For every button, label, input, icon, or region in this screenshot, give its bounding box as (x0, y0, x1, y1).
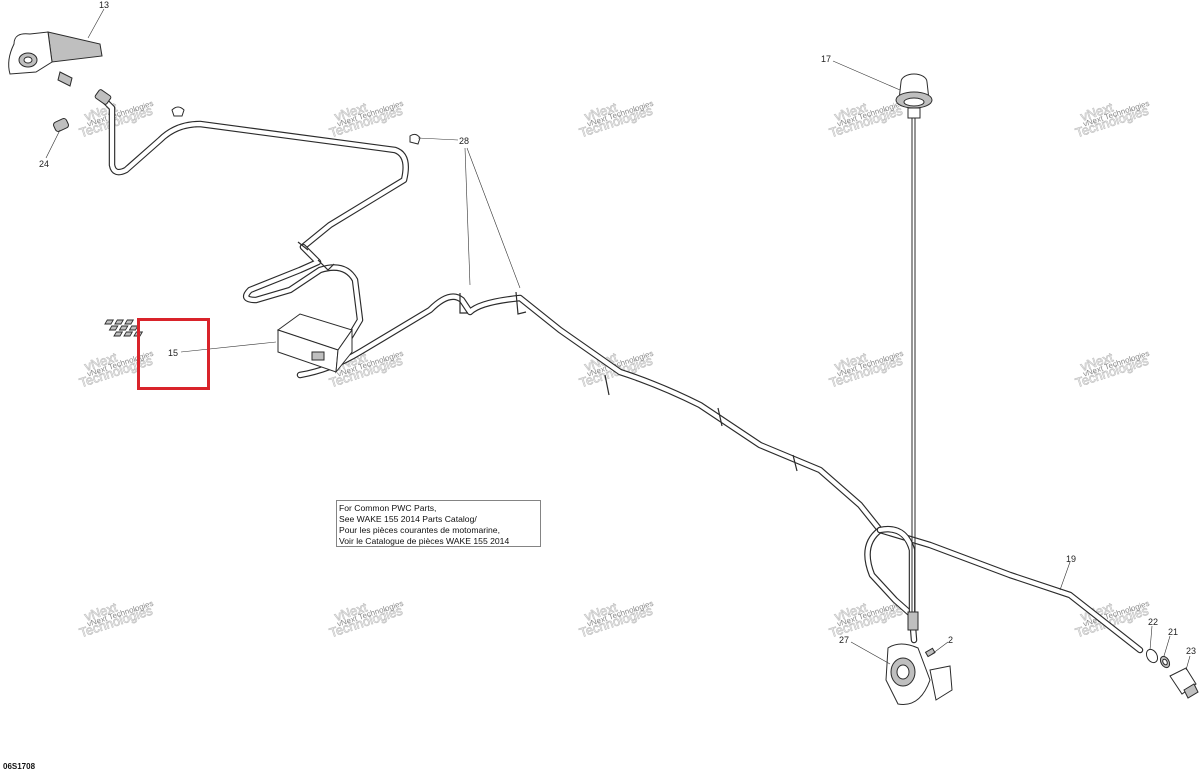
watermark: vNext Technologies vNext Technologies (827, 99, 905, 141)
watermark: vNext Technologies vNext Technologies (827, 349, 905, 391)
watermark: vNext Technologies vNext Technologies (1073, 349, 1151, 391)
callout-21: 21 (1168, 627, 1178, 637)
clip-top (171, 106, 421, 145)
harness-upper-left (98, 94, 409, 251)
harness-main (296, 293, 1144, 654)
callout-23: 23 (1186, 646, 1196, 656)
callout-27: 27 (839, 635, 849, 645)
part-23-connector (1169, 667, 1199, 699)
clip (717, 407, 723, 427)
part-13-housing (8, 31, 103, 87)
callout-2: 2 (948, 635, 953, 645)
part-27-pump (885, 611, 953, 705)
note-line-3: Pour les pièces courantes de motomarine, (339, 525, 500, 535)
watermark: vNext Technologies vNext Technologies (327, 99, 405, 141)
part-21-washer (1159, 655, 1171, 669)
callout-28: 28 (459, 136, 469, 146)
clip (459, 293, 468, 314)
part-15-module (104, 313, 353, 374)
part-24-grommet (53, 117, 69, 133)
leader-lines (45, 8, 1191, 671)
watermark: vNext Technologies vNext Technologies (577, 599, 655, 641)
clip (297, 241, 309, 251)
note-line-4: Voir le Catalogue de pièces WAKE 155 201… (339, 536, 509, 546)
callout-24: 24 (39, 159, 49, 169)
note-box: For Common PWC Parts, See WAKE 155 2014 … (336, 500, 541, 547)
watermark: vNext Technologies vNext Technologies (77, 349, 155, 391)
clip (515, 291, 527, 315)
note-line-1: For Common PWC Parts, (339, 503, 436, 513)
part-22-grommet (1145, 648, 1159, 664)
clip (792, 454, 798, 472)
module-fuses (104, 319, 144, 337)
callout-13: 13 (99, 0, 109, 10)
watermark: vNext Technologies vNext Technologies (1073, 99, 1151, 141)
harness-clips (297, 241, 798, 472)
drawing-code: 06S1708 (3, 762, 36, 771)
note-line-2: See WAKE 155 2014 Parts Catalog/ (339, 514, 477, 524)
clip (604, 374, 610, 396)
callout-15: 15 (168, 348, 178, 358)
watermark: vNext Technologies vNext Technologies (1073, 599, 1151, 641)
harness-module-loop (242, 243, 364, 349)
callout-17: 17 (821, 54, 831, 64)
part-17-sensor (895, 73, 933, 119)
harness-end-connector (94, 89, 112, 105)
watermark: vNext Technologies vNext Technologies (577, 99, 655, 141)
highlight-box-15 (137, 318, 210, 390)
part-2-screw (924, 647, 936, 658)
callout-22: 22 (1148, 617, 1158, 627)
watermark: vNext Technologies vNext Technologies (77, 599, 155, 641)
clip (317, 259, 335, 271)
callout-19: 19 (1066, 554, 1076, 564)
watermark: vNext Technologies vNext Technologies (327, 599, 405, 641)
